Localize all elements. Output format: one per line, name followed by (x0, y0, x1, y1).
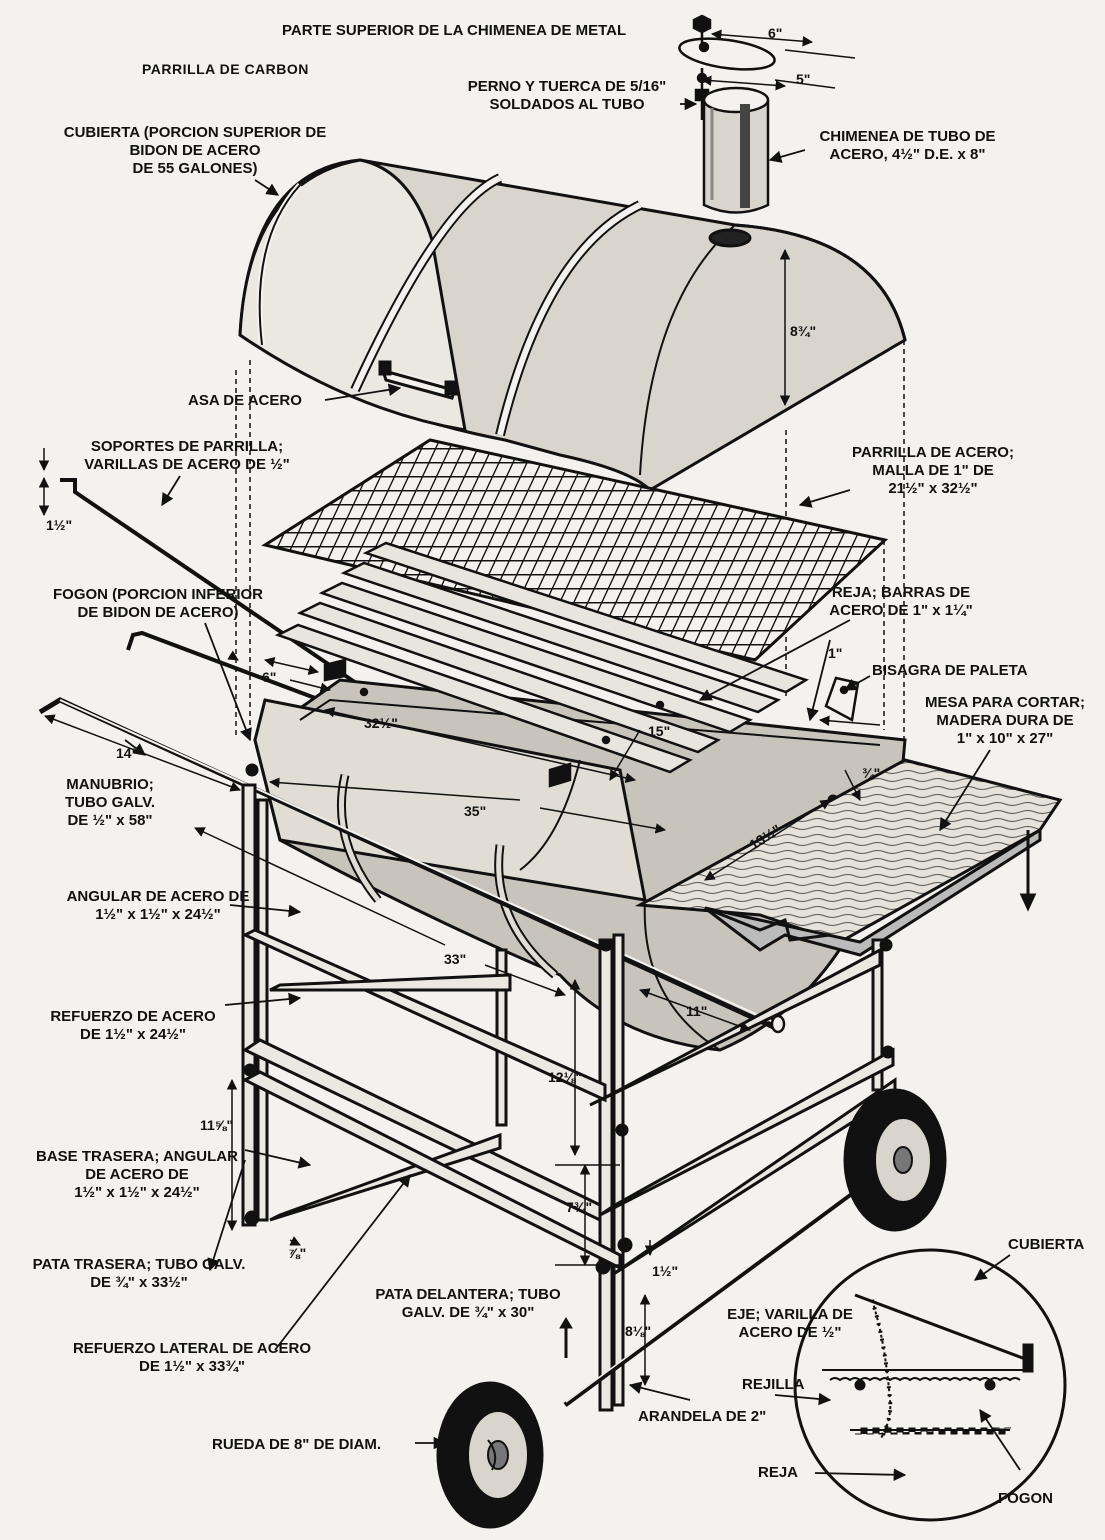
dim-11: 11" (686, 1003, 708, 1019)
front-wheel (843, 1088, 947, 1232)
label-steel-grill-line-3: 21½" x 32½" (888, 480, 978, 497)
leader-arrows (124, 97, 1021, 1482)
rear-wheel (436, 1381, 544, 1529)
label-front-leg: PATA DELANTERA; TUBO GALV. DE ¾" x 30" (360, 1286, 576, 1322)
label-axle-line-2: ACERO DE ½" (738, 1324, 842, 1341)
label-rear-base: BASE TRASERA; ANGULAR DE ACERO DE 1½" x … (26, 1148, 248, 1202)
hinge (824, 676, 860, 722)
label-handle: ASA DE ACERO (188, 392, 302, 409)
dim-firebox-length: 32½" (364, 715, 398, 731)
dim-firebox-6: 6" (262, 669, 277, 685)
cross-section-inset (793, 1248, 1067, 1522)
dim-7-3-4: 7¾" (566, 1199, 593, 1215)
label-side-brace: REFUERZO LATERAL DE ACERO DE 1½" x 33¾" (64, 1340, 320, 1376)
dim-1-1-2b: 1½" (652, 1263, 679, 1279)
label-steel-grill: PARRILLA DE ACERO; MALLA DE 1" DE 21½" x… (838, 444, 1028, 498)
label-washer: ARANDELA DE 2" (638, 1408, 767, 1425)
label-rear-base-line-2: DE ACERO DE (85, 1166, 189, 1183)
label-cover: CUBIERTA (PORCION SUPERIOR DE BIDON DE A… (50, 124, 340, 178)
diagram-title: PARRILLA DE CARBON (142, 61, 309, 77)
dim-firebox-15: 15" (648, 723, 671, 739)
label-side-brace-line-1: REFUERZO LATERAL DE ACERO (72, 1340, 312, 1357)
dim-35: 35" (464, 803, 487, 819)
label-cover-line-1: CUBIERTA (PORCION SUPERIOR DE (63, 124, 327, 141)
drum-cover (238, 158, 907, 492)
label-grate-line-2: ACERO DE 1" x 1¼" (829, 602, 973, 619)
inset-label-firebox: FOGON (998, 1490, 1053, 1507)
dim-handle-14: 14" (116, 745, 139, 761)
label-push-handle-line-1: MANUBRIO; (66, 776, 154, 793)
label-push-handle: MANUBRIO; TUBO GALV. DE ½" x 58" (40, 776, 180, 830)
label-steel-grill-line-1: PARRILLA DE ACERO; (852, 444, 1014, 461)
label-rear-leg-line-1: PATA TRASERA; TUBO GALV. (32, 1256, 246, 1273)
label-rear-leg: PATA TRASERA; TUBO GALV. DE ¾" x 33½" (14, 1256, 264, 1292)
label-cover-line-2: BIDON DE ACERO (129, 142, 261, 159)
label-front-leg-line-1: PATA DELANTERA; TUBO (375, 1286, 561, 1303)
label-cutting-table-line-2: MADERA DURA DE (936, 712, 1074, 729)
label-angle-line-1: ANGULAR DE ACERO DE (66, 888, 250, 905)
dim-7-8: ⅞" (288, 1245, 307, 1261)
label-firebox: FOGON (PORCION INFERIOR DE BIDON DE ACER… (52, 586, 264, 622)
label-grate: REJA; BARRAS DE ACERO DE 1" x 1¼" (808, 584, 994, 620)
dim-12-1-8: 12⅛" (548, 1069, 582, 1085)
dim-cover-height: 8¾" (790, 323, 817, 339)
dim-chimney-top-6: 6" (768, 25, 783, 41)
label-brace-line-1: REFUERZO DE ACERO (50, 1008, 216, 1025)
label-steel-grill-line-2: MALLA DE 1" DE (872, 462, 994, 479)
label-cutting-table: MESA PARA CORTAR; MADERA DURA DE 1" x 10… (910, 694, 1100, 748)
axle-rod (559, 1162, 892, 1408)
label-chimney-pipe: CHIMENEA DE TUBO DE ACERO, 4½" D.E. x 8" (800, 128, 1015, 164)
label-grate-line-1: REJA; BARRAS DE (831, 584, 971, 601)
label-push-handle-line-2: TUBO GALV. (64, 794, 155, 811)
label-cutting-table-line-3: 1" x 10" x 27" (956, 730, 1054, 747)
label-angle-line-2: 1½" x 1½" x 24½" (95, 906, 221, 923)
label-cover-line-3: DE 55 GALONES) (132, 160, 258, 177)
steel-mesh-grill (261, 438, 889, 662)
label-bolt-line-1: PERNO Y TUERCA DE 5/16" (467, 78, 667, 95)
dim-chimney-top-5: 5" (796, 71, 811, 87)
label-chimney-pipe-line-1: CHIMENEA DE TUBO DE (819, 128, 996, 145)
label-brace-line-2: DE 1½" x 24½" (80, 1026, 186, 1043)
chimney-top-disc (678, 14, 776, 71)
cart-frame (241, 763, 897, 1412)
label-chimney-top: PARTE SUPERIOR DE LA CHIMENEA DE METAL (282, 22, 627, 39)
dim-11-5-8: 11⅝" (200, 1117, 234, 1133)
label-side-brace-line-2: DE 1½" x 33¾" (139, 1358, 245, 1375)
label-rear-leg-line-2: DE ¾" x 33½" (90, 1274, 188, 1291)
cover-handle (378, 360, 458, 400)
label-angle: ANGULAR DE ACERO DE 1½" x 1½" x 24½" (48, 888, 268, 924)
label-grill-supports-line-2: VARILLAS DE ACERO DE ½" (84, 456, 290, 473)
label-bolt: PERNO Y TUERCA DE 5/16" SOLDADOS AL TUBO (458, 78, 676, 114)
chimney-bolt (694, 68, 710, 120)
label-front-leg-line-2: GALV. DE ¾" x 30" (401, 1304, 535, 1321)
label-bolt-line-2: SOLDADOS AL TUBO (489, 96, 645, 113)
inset-label-grate: REJA (758, 1464, 799, 1481)
dim-8-1-8: 8⅛" (625, 1323, 652, 1339)
label-rear-base-line-1: BASE TRASERA; ANGULAR (36, 1148, 238, 1165)
label-cutting-table-line-1: MESA PARA CORTAR; (925, 694, 1085, 711)
inset-label-cover: CUBIERTA (1008, 1236, 1085, 1253)
dim-33: 33" (444, 951, 467, 967)
label-chimney-pipe-line-2: ACERO, 4½" D.E. x 8" (829, 146, 986, 163)
dimension-lines (44, 650, 881, 1387)
label-axle: EJE; VARILLA DE ACERO DE ½" (710, 1306, 870, 1342)
label-rear-base-line-3: 1½" x 1½" x 24½" (74, 1184, 200, 1201)
label-hinge: BISAGRA DE PALETA (872, 662, 1028, 679)
dim-support-rod: 1½" (46, 517, 73, 533)
inset-label-rack: REJILLA (742, 1376, 805, 1393)
label-firebox-line-2: DE BIDON DE ACERO) (77, 604, 239, 621)
label-push-handle-line-3: DE ½" x 58" (67, 812, 153, 829)
dim-3-4: ¾" (862, 765, 881, 781)
label-axle-line-1: EJE; VARILLA DE (727, 1306, 853, 1323)
label-firebox-line-1: FOGON (PORCION INFERIOR (53, 586, 263, 603)
label-grill-supports-line-1: SOPORTES DE PARRILLA; (90, 438, 284, 455)
label-wheel: RUEDA DE 8" DE DIAM. (212, 1436, 382, 1453)
label-grill-supports: SOPORTES DE PARRILLA; VARILLAS DE ACERO … (62, 438, 312, 474)
chimney-pipe (702, 86, 770, 214)
chimney-top-dimension-lines (700, 29, 856, 91)
label-brace: REFUERZO DE ACERO DE 1½" x 24½" (28, 1008, 238, 1044)
dim-grate-bar: 1" (828, 645, 843, 661)
